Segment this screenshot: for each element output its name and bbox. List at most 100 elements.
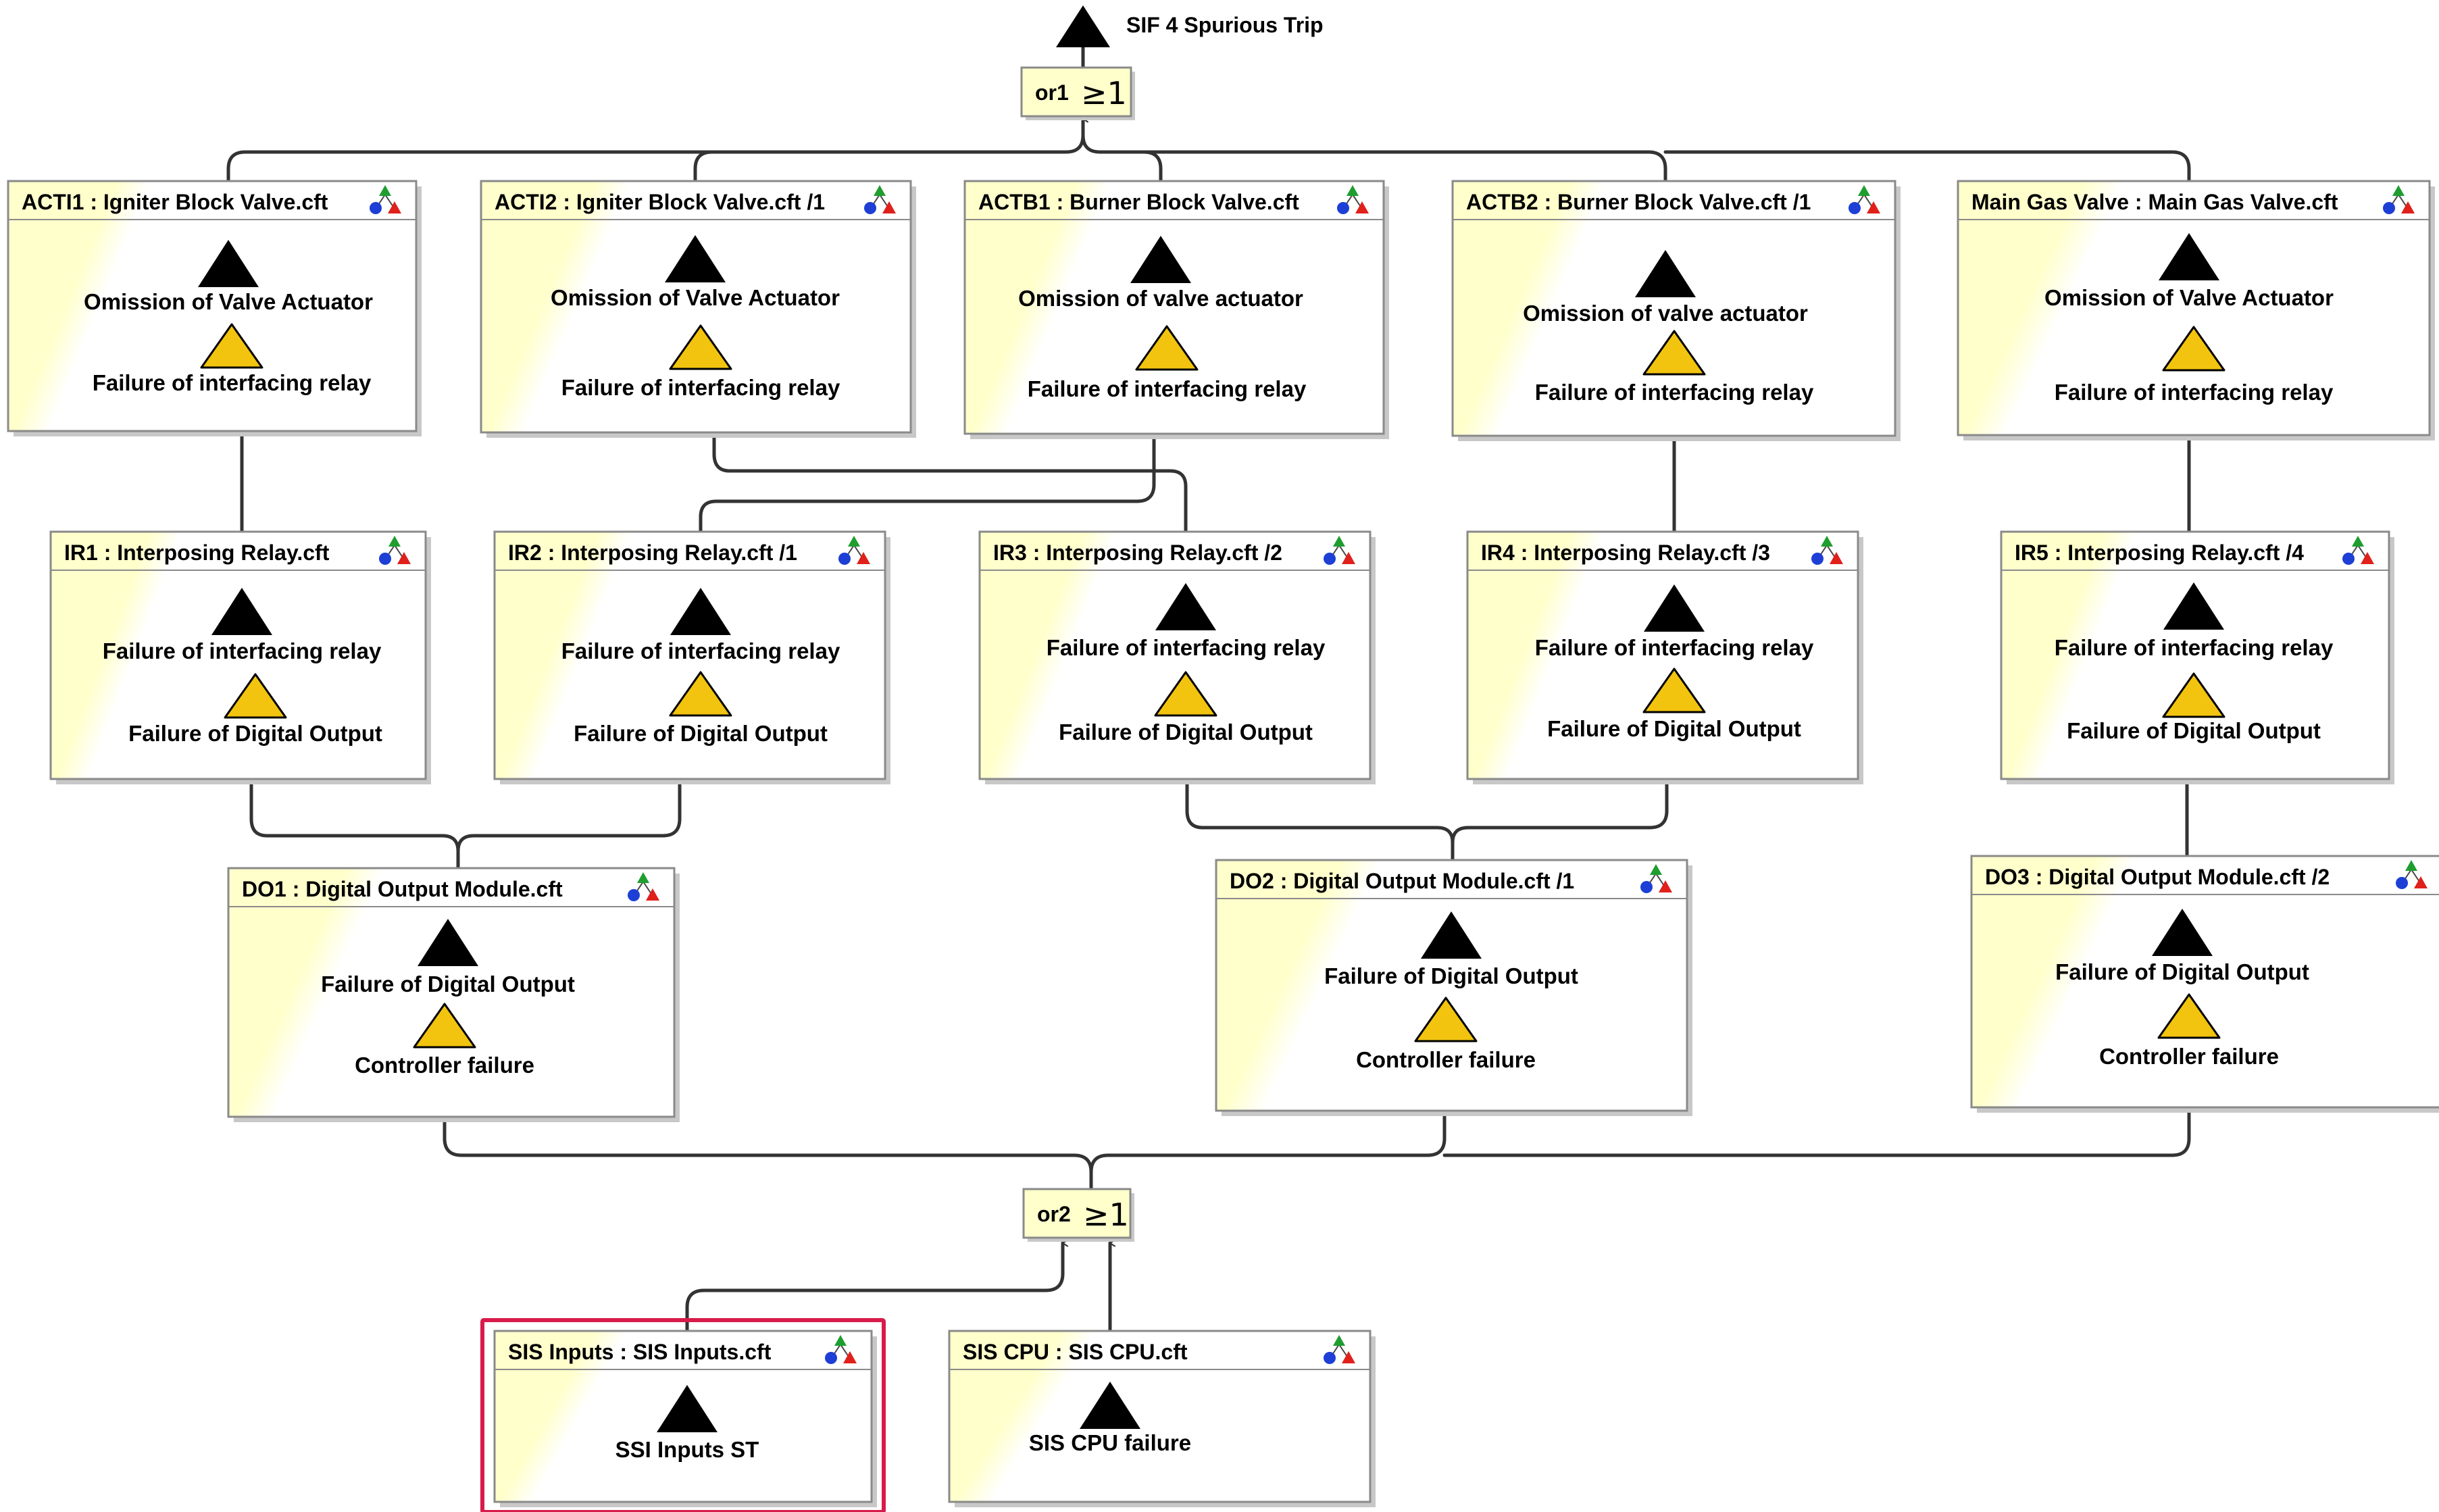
component-do2[interactable]: DO2 : Digital Output Module.cft /1Failur… — [1215, 859, 1692, 1116]
component-type-icon[interactable] — [379, 536, 411, 565]
input-port-icon[interactable] — [1154, 671, 1217, 717]
output-port-icon[interactable] — [2152, 909, 2213, 956]
component-type-icon[interactable] — [1324, 1335, 1355, 1364]
component-type-icon[interactable] — [2342, 536, 2374, 565]
connector-or2-do3 — [1442, 1067, 2195, 1157]
connector-acti1-or1 — [226, 115, 1089, 249]
gate-or1[interactable]: or1≥1 — [1020, 66, 1135, 120]
component-type-icon[interactable] — [838, 536, 870, 565]
input-port-icon[interactable] — [1642, 667, 1706, 713]
output-port-label: Omission of Valve Actuator — [84, 289, 373, 314]
top-event-label: SIF 4 Spurious Trip — [1126, 13, 1324, 37]
gate-or2[interactable]: or2≥1 — [1022, 1188, 1134, 1242]
component-type-icon[interactable] — [1849, 185, 1880, 214]
input-port-icon[interactable] — [200, 323, 263, 369]
component-mgv[interactable]: Main Gas Valve : Main Gas Valve.cftOmiss… — [1957, 180, 2435, 440]
output-port-icon[interactable] — [1635, 250, 1696, 297]
output-port-label: Omission of Valve Actuator — [551, 285, 840, 310]
output-port-icon[interactable] — [670, 588, 731, 635]
input-port-label: Controller failure — [2099, 1044, 2279, 1069]
output-port-icon[interactable] — [198, 240, 259, 287]
component-acti1[interactable]: ACTI1 : Igniter Block Valve.cftOmission … — [7, 180, 422, 436]
component-box — [493, 530, 886, 780]
input-port-icon[interactable] — [1135, 325, 1199, 371]
component-type-icon[interactable] — [1337, 185, 1369, 214]
output-port-icon[interactable] — [2159, 233, 2219, 280]
component-actb2[interactable]: ACTB2 : Burner Block Valve.cft /1Omissio… — [1451, 180, 1901, 441]
component-type-icon[interactable] — [1811, 536, 1843, 565]
output-port-icon[interactable] — [418, 919, 478, 966]
component-type-icon[interactable] — [2383, 185, 2415, 214]
selection-highlight — [480, 1318, 886, 1512]
component-type-icon[interactable] — [864, 185, 896, 214]
component-box — [1957, 180, 2431, 436]
component-box — [480, 180, 912, 434]
component-box — [2000, 530, 2390, 780]
output-port-icon[interactable] — [665, 235, 726, 282]
input-port-icon[interactable] — [2157, 993, 2221, 1039]
connector-or2-do2 — [1089, 1070, 1451, 1174]
component-box — [1451, 180, 1896, 437]
output-port-label: Omission of Valve Actuator — [2044, 285, 2334, 310]
input-port-icon[interactable] — [669, 324, 732, 370]
input-port-icon[interactable] — [2162, 672, 2226, 718]
output-port-label: Failure of interfacing relay — [561, 638, 840, 663]
input-port-icon[interactable] — [1642, 330, 1706, 376]
component-title: IR5 : Interposing Relay.cft /4 — [2015, 540, 2304, 565]
input-port-label: Failure of interfacing relay — [1535, 380, 1814, 405]
input-port-icon[interactable] — [413, 1003, 476, 1049]
component-title: Main Gas Valve : Main Gas Valve.cft — [1971, 190, 2338, 214]
component-do3[interactable]: DO3 : Digital Output Module.cft /2 Failur… — [1970, 855, 2439, 1113]
component-type-icon[interactable] — [825, 1335, 857, 1364]
input-port-icon[interactable] — [1414, 997, 1478, 1042]
input-port-label: Failure of interfacing relay — [93, 370, 372, 395]
input-port-icon[interactable] — [2162, 326, 2226, 372]
gate-label: or1 — [1035, 80, 1069, 105]
component-title: ACTI1 : Igniter Block Valve.cft — [22, 190, 328, 214]
output-port-icon[interactable] — [1155, 583, 1216, 630]
output-port-icon[interactable] — [1130, 236, 1191, 283]
input-port-label: Controller failure — [1356, 1047, 1536, 1072]
component-type-icon[interactable] — [1324, 536, 1355, 565]
component-type-icon[interactable] — [370, 185, 401, 214]
gates: or1≥1 or2≥1 — [1020, 66, 1135, 1242]
output-port-label: Failure of Digital Output — [2055, 959, 2309, 984]
top-event: SIF 4 Spurious Trip — [1056, 5, 1324, 47]
connector-ir2-actb1 — [699, 399, 1160, 593]
component-title: SIS Inputs : SIS Inputs.cft — [508, 1340, 772, 1364]
output-port-icon[interactable] — [2163, 582, 2224, 630]
component-type-icon[interactable] — [628, 872, 659, 901]
component-ir5[interactable]: IR5 : Interposing Relay.cft /4 Failure of… — [2000, 530, 2394, 784]
connector-or2-do1 — [443, 1074, 1093, 1191]
connector-mgv-or1 — [1663, 150, 2191, 242]
top-event-triangle — [1056, 5, 1110, 47]
input-port-label: Failure of Digital Output — [2067, 718, 2321, 743]
input-port-label: Failure of interfacing relay — [2055, 380, 2334, 405]
component-box — [7, 180, 418, 432]
input-port-label: Controller failure — [355, 1053, 534, 1078]
input-port-icon[interactable] — [669, 671, 732, 717]
component-type-icon[interactable] — [2396, 860, 2428, 889]
component-type-icon[interactable] — [1640, 864, 1672, 893]
output-port-icon[interactable] — [1080, 1382, 1140, 1429]
input-port-icon[interactable] — [224, 673, 287, 719]
output-port-icon[interactable] — [211, 588, 272, 635]
connector-acti2-or1 — [693, 150, 714, 245]
output-port-icon[interactable] — [1421, 911, 1482, 959]
output-port-label: Failure of interfacing relay — [1535, 635, 1814, 660]
output-port-icon[interactable] — [657, 1385, 718, 1432]
connector-ir3-acti2 — [712, 401, 1188, 590]
component-title: DO3 : Digital Output Module.cft /2 — [1985, 865, 2330, 889]
output-port-label: SIS CPU failure — [1029, 1430, 1191, 1455]
component-acti2[interactable]: ACTI2 : Igniter Block Valve.cft /1Omissi… — [480, 180, 916, 438]
component-title: DO2 : Digital Output Module.cft /1 — [1230, 869, 1574, 893]
output-port-icon[interactable] — [1644, 584, 1705, 632]
